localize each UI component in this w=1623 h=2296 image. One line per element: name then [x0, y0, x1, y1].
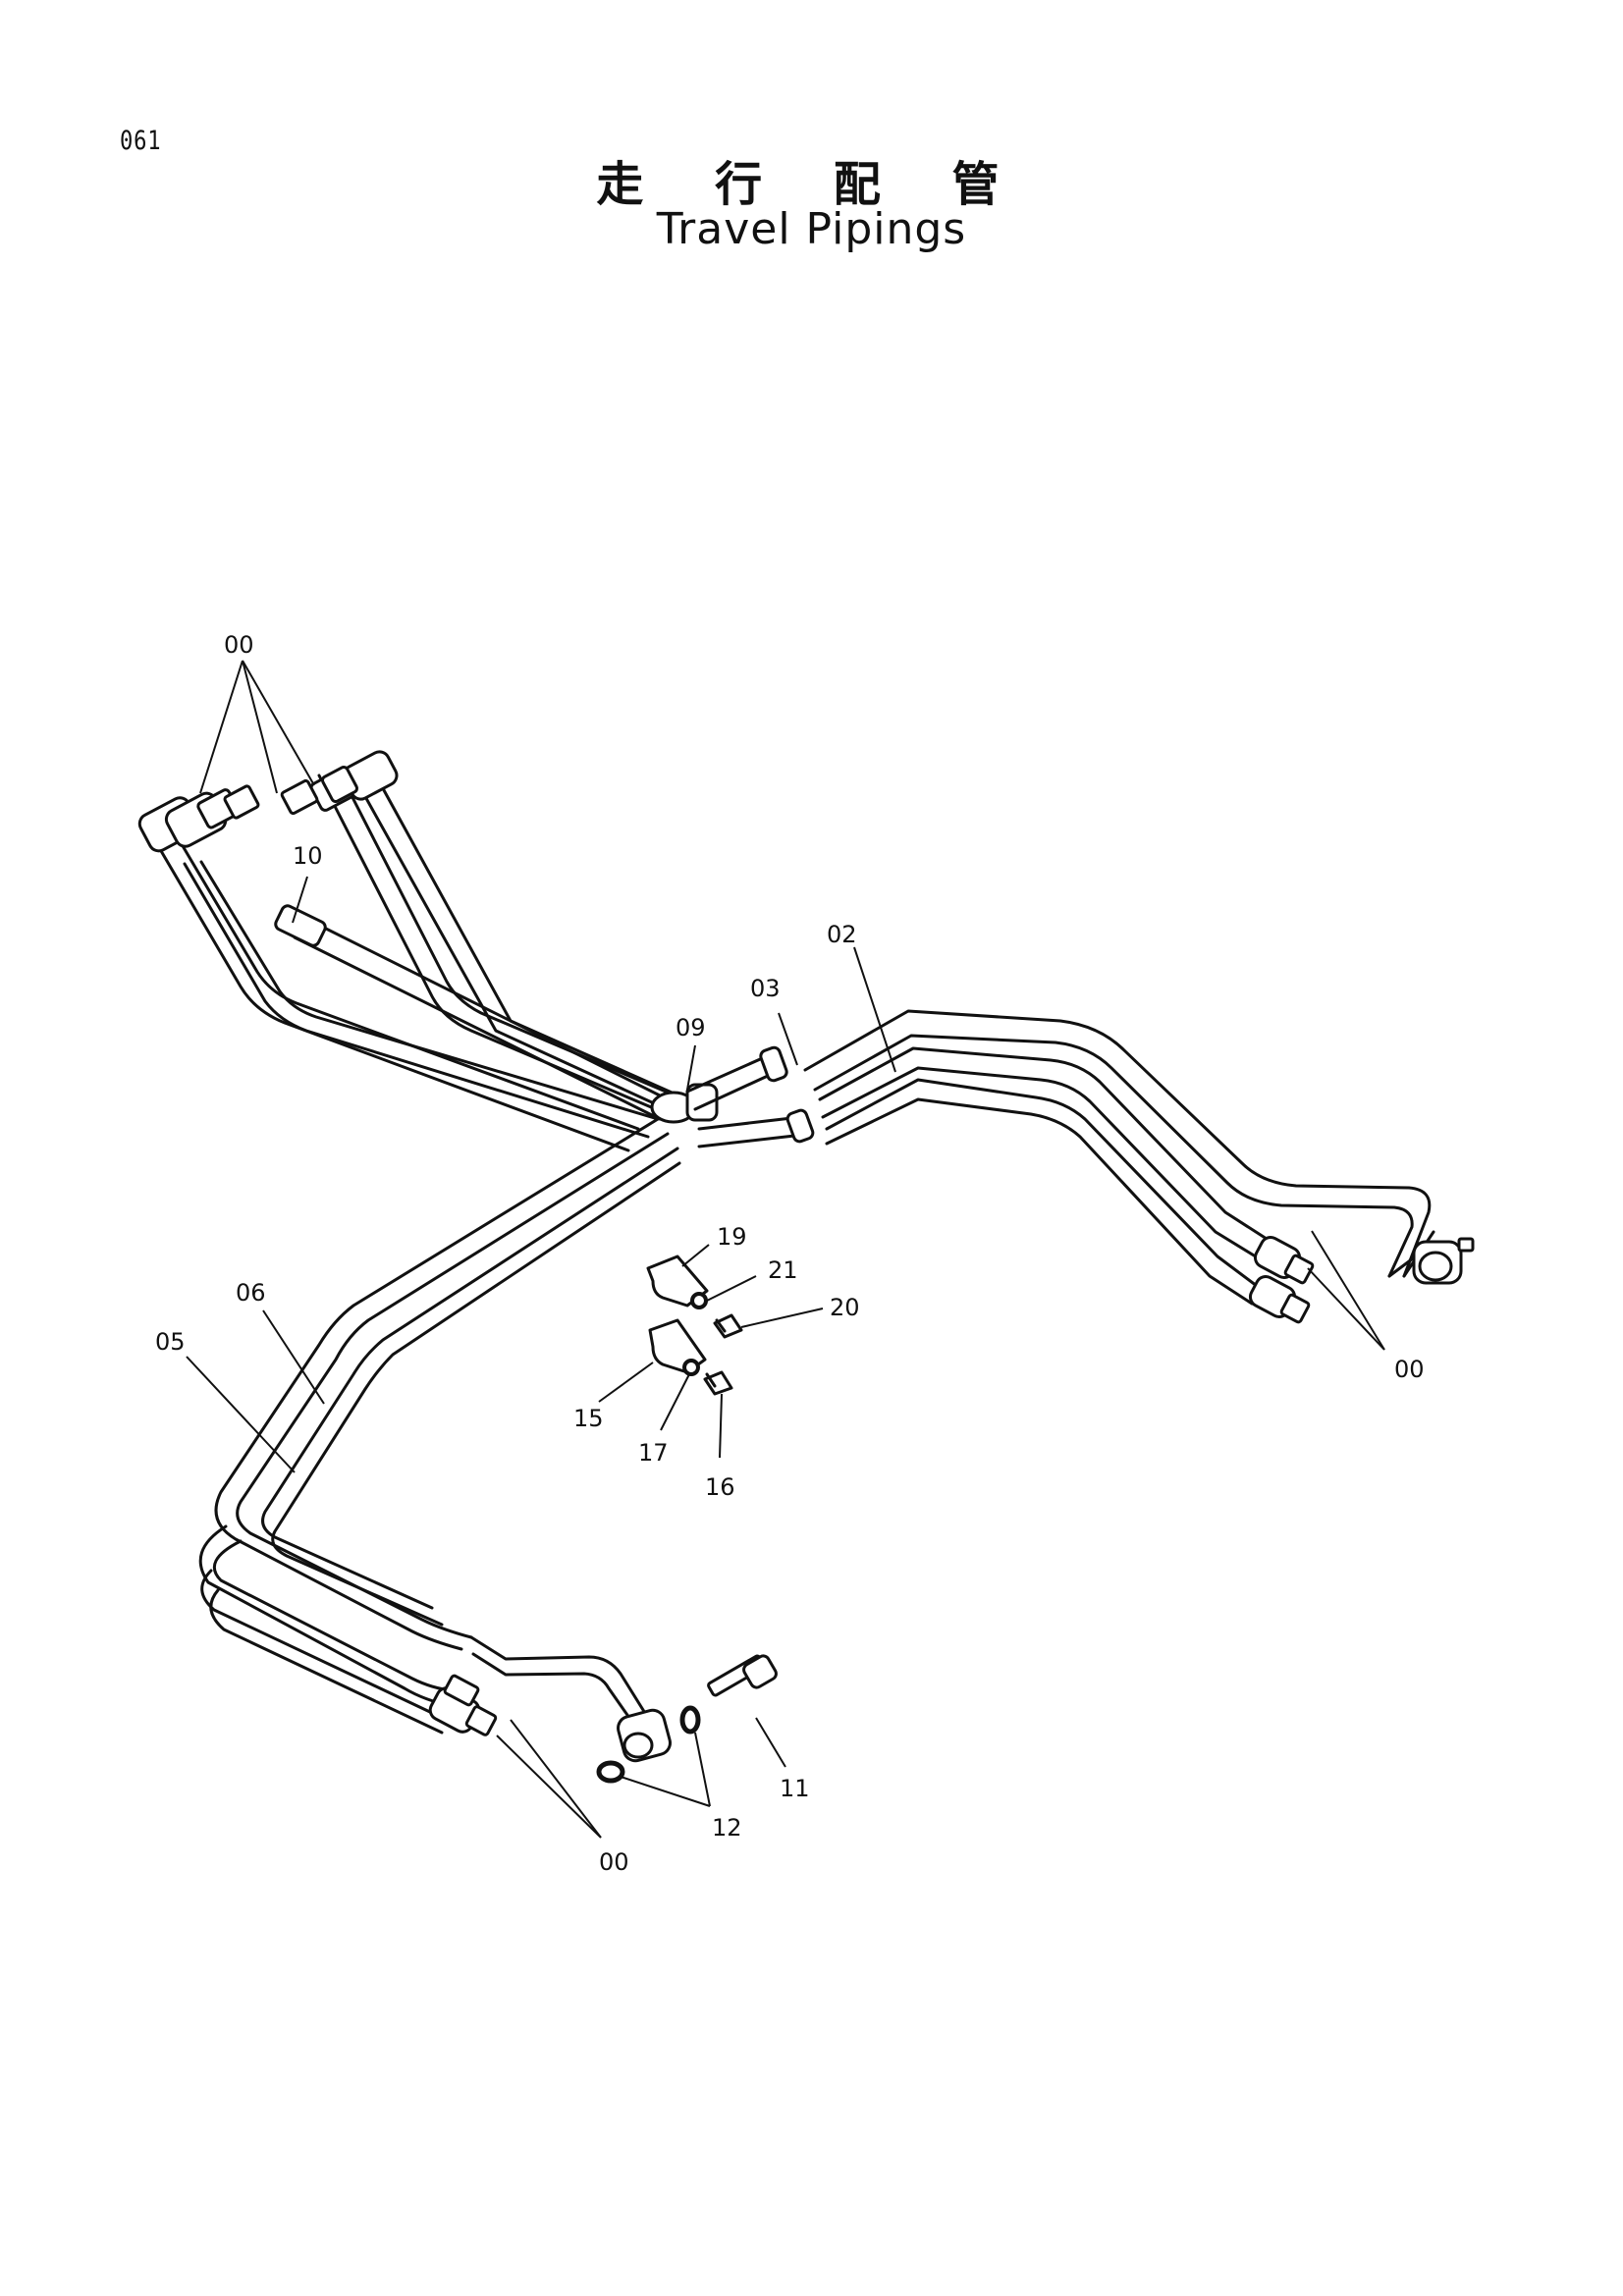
- callout-09: 09: [676, 1014, 706, 1041]
- title-english: Travel Pipings: [656, 204, 967, 254]
- callout-17: 17: [638, 1439, 669, 1467]
- callout-12: 12: [712, 1814, 742, 1842]
- right-fittings: [1248, 1236, 1475, 1324]
- callout-20: 20: [830, 1294, 860, 1321]
- callout-00-bottom: 00: [599, 1848, 629, 1876]
- callout-00-top: 00: [224, 631, 254, 659]
- callout-15: 15: [573, 1405, 604, 1432]
- title-japanese: 走 行 配 管: [596, 157, 1027, 212]
- top-left-fittings: [137, 750, 399, 947]
- upper-left-pipes: [155, 769, 689, 1152]
- callout-00-right: 00: [1394, 1356, 1425, 1383]
- callout-16: 16: [705, 1473, 735, 1501]
- leader-lines: [186, 660, 1385, 1839]
- right-pipes: [685, 1009, 1435, 1306]
- callout-21: 21: [768, 1256, 798, 1284]
- callout-02: 02: [827, 921, 857, 948]
- callout-05: 05: [155, 1328, 186, 1356]
- lower-left-fittings: [428, 1654, 778, 1784]
- callout-labels: 00 10 09 03 02 00 19 21 20 06 05 15 17 1…: [155, 631, 1425, 1876]
- center-junction: [650, 1083, 719, 1124]
- callout-10: 10: [293, 842, 323, 870]
- callout-11: 11: [780, 1775, 810, 1802]
- page-number: 061: [120, 126, 162, 156]
- callout-03: 03: [750, 975, 781, 1002]
- lower-left-pipes: [198, 1117, 681, 1735]
- callout-19: 19: [717, 1223, 747, 1251]
- callout-06: 06: [236, 1279, 266, 1307]
- clamp-parts: [646, 1255, 743, 1396]
